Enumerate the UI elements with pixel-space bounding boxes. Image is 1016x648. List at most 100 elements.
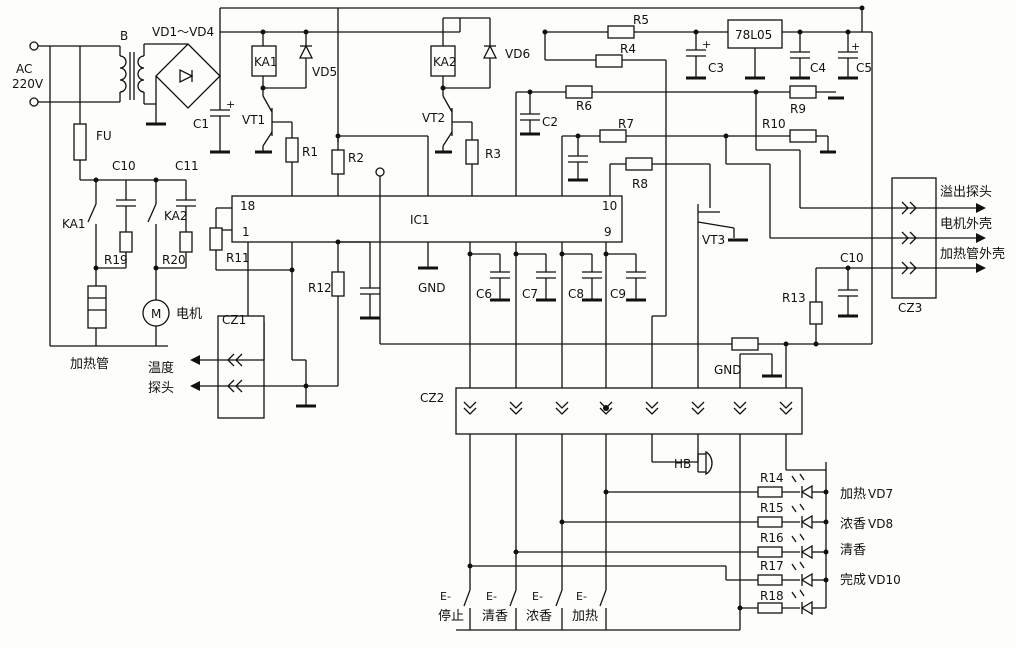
transformer-label: B <box>120 29 128 43</box>
r15-label: R15 <box>760 501 784 515</box>
switch-light-prefix: E- <box>486 590 497 603</box>
ac-voltage: 220V <box>12 77 44 91</box>
r13-label: R13 <box>782 291 806 305</box>
r19-label: R19 <box>104 253 128 267</box>
switch-light-label[interactable]: 清香 <box>482 609 508 624</box>
switch-strong-label[interactable]: 浓香 <box>526 609 552 624</box>
led-vd7-label: 加热 <box>840 487 866 502</box>
r20-label: R20 <box>162 253 186 267</box>
r7-label: R7 <box>618 117 634 131</box>
motor-case-label: 电机外壳 <box>940 217 992 232</box>
r12-label: R12 <box>308 281 332 295</box>
motor-m-label: M <box>151 307 161 321</box>
cz3-label: CZ3 <box>898 301 922 315</box>
switch-heat-label[interactable]: 加热 <box>572 609 598 624</box>
r16-label: R16 <box>760 531 784 545</box>
heater-case-label: 加热管外壳 <box>940 247 1005 262</box>
regulator-section: R5 R4 + C3 78L05 C4 <box>542 5 873 462</box>
ka1-contact-label: KA1 <box>62 217 86 231</box>
capacitor-c1: + C1 <box>193 76 235 154</box>
cz1-label: CZ1 <box>222 313 246 327</box>
r6-label: R6 <box>576 99 592 113</box>
c10b-label: C10 <box>840 251 864 265</box>
ic1-label: IC1 <box>410 213 430 227</box>
svg-text:+: + <box>702 38 711 51</box>
r4-label: R4 <box>620 42 636 56</box>
r3-label: R3 <box>485 147 501 161</box>
cz3-connector: CZ3 溢出探头 电机外壳 加热管外壳 <box>891 177 1005 315</box>
pin1-label: 1 <box>242 225 250 239</box>
switch-strong-prefix: E- <box>532 590 543 603</box>
r17-label: R17 <box>760 559 784 573</box>
ic1-chip: IC1 18 1 10 9 <box>231 195 623 243</box>
r11-label: R11 <box>226 251 250 265</box>
relay-ka1-driver: KA1 VD5 VT1 R1 <box>242 29 337 196</box>
regulator-label: 78L05 <box>735 28 772 42</box>
led-vd9-label: 清香 <box>840 543 866 558</box>
hb-label: HB <box>674 457 691 471</box>
led-vd10-ref: VD10 <box>868 573 901 587</box>
buzzer-hb: HB <box>652 450 713 476</box>
vt3-label: VT3 <box>702 233 725 247</box>
ka2-coil-label: KA2 <box>433 55 457 69</box>
r1-label: R1 <box>302 145 318 159</box>
buzzer-driver: R8 VT3 <box>609 157 748 462</box>
gnd-label-ic: GND <box>418 281 446 295</box>
vd5-label: VD5 <box>312 65 337 79</box>
resistor-r11: R11 <box>209 207 338 408</box>
c4-label: C4 <box>810 61 826 75</box>
cz1-connector: CZ1 温度 探头 <box>148 313 265 419</box>
svg-text:+: + <box>851 40 860 53</box>
resistor-r2: R2 <box>331 8 429 196</box>
led-vd7-ref: VD7 <box>868 487 893 501</box>
c10a-label: C10 <box>112 159 136 173</box>
relay-ka2-driver: KA2 VD6 VT2 R3 <box>422 17 530 196</box>
r10-label: R10 <box>762 117 786 131</box>
c5-label: C5 <box>856 61 872 75</box>
pin9-label: 9 <box>604 225 612 239</box>
led-vd8-label: 浓香 <box>840 517 866 532</box>
led-indicators: R14 加热 VD7 R15 浓香 VD8 R16 清香 <box>467 462 901 616</box>
c6-label: C6 <box>476 287 492 301</box>
motor-label: 电机 <box>176 307 202 322</box>
transformer: B <box>80 29 145 104</box>
c1-label: C1 <box>193 117 209 131</box>
load-section: FU C10 C11 KA1 R19 加热管 KA2 <box>49 46 202 372</box>
led-vd10-label: 完成 <box>840 573 866 588</box>
ac-input: AC 220V <box>12 41 120 107</box>
key-switches: E- 停止 E- 清香 E- 浓香 E- 加热 <box>438 589 743 631</box>
c7-label: C7 <box>522 287 538 301</box>
switch-stop-label[interactable]: 停止 <box>438 608 464 624</box>
r14-label: R14 <box>760 471 784 485</box>
ka2-contact-label: KA2 <box>164 209 188 223</box>
r2-label: R2 <box>348 151 364 165</box>
cz2-connector: CZ2 <box>420 387 803 435</box>
temp-probe-label-1: 温度 <box>148 360 174 376</box>
vt2-label: VT2 <box>422 111 445 125</box>
bridge-label: VD1～VD4 <box>152 25 214 39</box>
ac-label: AC <box>16 62 32 76</box>
ka1-coil-label: KA1 <box>254 55 278 69</box>
r5-label: R5 <box>633 13 649 27</box>
switch-stop-prefix: E- <box>440 590 451 603</box>
pin10-label: 10 <box>602 199 617 213</box>
c2-label: C2 <box>542 115 558 129</box>
r8-label: R8 <box>632 177 648 191</box>
fuse-label: FU <box>96 129 112 143</box>
r13-c10-network: C10 R13 <box>379 196 892 351</box>
cz2-label: CZ2 <box>420 391 444 405</box>
overflow-probe-label: 溢出探头 <box>940 185 992 200</box>
heater-label: 加热管 <box>70 357 109 372</box>
svg-text:+: + <box>226 98 235 111</box>
vt1-label: VT1 <box>242 113 265 127</box>
c8-label: C8 <box>568 287 584 301</box>
c11-label: C11 <box>175 159 199 173</box>
r9-label: R9 <box>790 102 806 116</box>
pin18-label: 18 <box>240 199 255 213</box>
c9-label: C9 <box>610 287 626 301</box>
switch-heat-prefix: E- <box>576 590 587 603</box>
bridge-rectifier: VD1～VD4 <box>144 8 221 126</box>
c3-label: C3 <box>708 61 724 75</box>
gnd-label-cz2: GND <box>714 363 742 377</box>
